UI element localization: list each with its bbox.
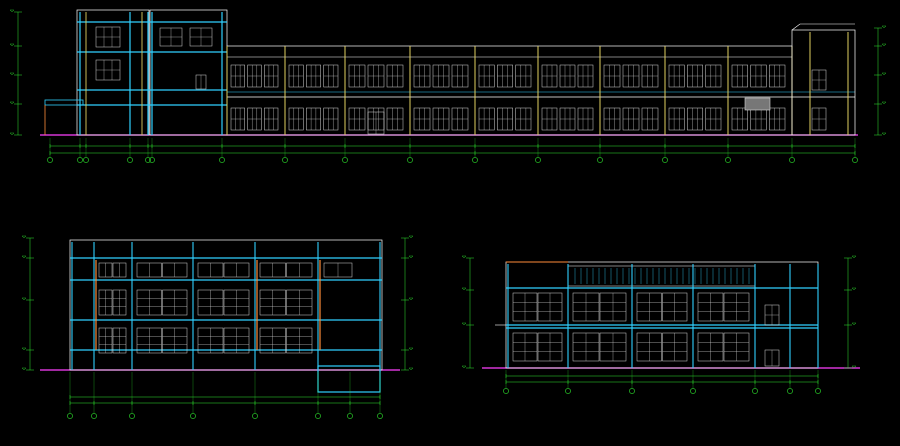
long-elevation-view (9, 9, 887, 163)
axis-bubble (129, 413, 135, 419)
level-marker (461, 255, 467, 259)
axis-bubble (725, 157, 731, 163)
axis-bubble (282, 157, 288, 163)
axis-bubble (67, 413, 73, 419)
axis-bubble (472, 157, 478, 163)
louver-panel (744, 97, 771, 111)
main-block-outline (226, 45, 793, 136)
axis-bubble (83, 157, 89, 163)
level-marker (881, 43, 887, 47)
level-marker (881, 25, 887, 29)
tower-block-2 (149, 9, 228, 136)
axis-bubble (789, 157, 795, 163)
level-marker (9, 9, 15, 13)
axis-bubble (752, 388, 758, 394)
level-marker (851, 322, 857, 326)
axis-bubble (342, 157, 348, 163)
entrance-canopy (44, 99, 84, 106)
right-section-view (461, 255, 860, 394)
stair-tower (76, 9, 150, 136)
level-marker (9, 132, 15, 136)
level-marker (408, 367, 414, 371)
section-outline (69, 239, 383, 371)
axis-bubble (91, 413, 97, 419)
level-marker (21, 367, 27, 371)
axis-bubble (690, 388, 696, 394)
roof-louvers (567, 265, 756, 287)
axis-bubble (219, 157, 225, 163)
level-marker (461, 287, 467, 291)
axis-bubble (47, 157, 53, 163)
level-marker (21, 235, 27, 239)
level-marker (851, 255, 857, 259)
axis-bubble (535, 157, 541, 163)
axis-bubble (852, 157, 858, 163)
end-block (791, 29, 856, 136)
axis-bubble (377, 413, 383, 419)
axis-bubble (629, 388, 635, 394)
axis-bubble (347, 413, 353, 419)
level-marker (461, 365, 467, 369)
axis-bubble (662, 157, 668, 163)
level-marker (9, 101, 15, 105)
axis-bubble (565, 388, 571, 394)
level-marker (851, 287, 857, 291)
axis-bubble (252, 413, 258, 419)
axis-bubble (597, 157, 603, 163)
level-marker (9, 43, 15, 47)
axis-bubble (127, 157, 133, 163)
end-roof (791, 23, 801, 31)
level-marker (21, 347, 27, 351)
level-marker (408, 297, 414, 301)
level-marker (408, 255, 414, 259)
axis-bubble (407, 157, 413, 163)
level-marker (408, 347, 414, 351)
level-marker (851, 365, 857, 369)
level-marker (408, 235, 414, 239)
left-section-view (21, 235, 414, 419)
axis-bubble (190, 413, 196, 419)
level-marker (21, 255, 27, 259)
axis-bubble (787, 388, 793, 394)
level-marker (881, 72, 887, 76)
level-marker (9, 72, 15, 76)
level-marker (461, 322, 467, 326)
axis-bubble (77, 157, 83, 163)
level-marker (881, 132, 887, 136)
axis-bubble (145, 157, 151, 163)
level-marker (21, 297, 27, 301)
level-marker (881, 101, 887, 105)
axis-bubble (315, 413, 321, 419)
axis-bubble (503, 388, 509, 394)
axis-bubble (149, 157, 155, 163)
axis-bubble (815, 388, 821, 394)
